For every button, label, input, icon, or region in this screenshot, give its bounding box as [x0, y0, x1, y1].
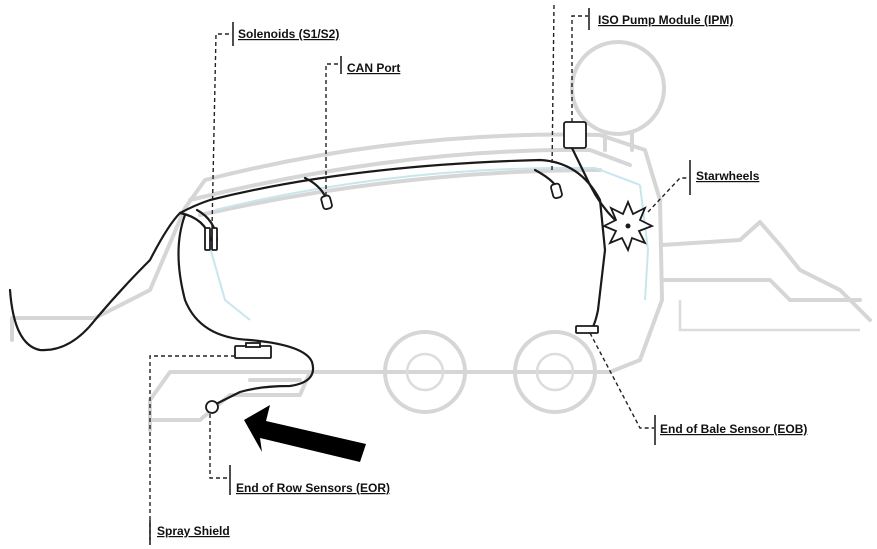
- starwheel-hub: [625, 223, 631, 229]
- pointer-arrow-icon: [244, 405, 366, 462]
- labels: Solenoids (S1/S2) CAN Port ISO Pump Modu…: [157, 13, 807, 538]
- label-starwheels: Starwheels: [696, 169, 760, 183]
- label-can-port: CAN Port: [347, 61, 400, 75]
- ipm-module: [563, 121, 587, 149]
- label-eob: End of Bale Sensor (EOB): [660, 422, 807, 436]
- label-eor: End of Row Sensors (EOR): [236, 481, 390, 495]
- label-ipm: ISO Pump Module (IPM): [598, 13, 733, 27]
- solenoid-connector-2: [211, 227, 218, 251]
- can-port-connector: [320, 194, 333, 211]
- label-solenoids: Solenoids (S1/S2): [238, 27, 339, 41]
- eob-sensor: [575, 325, 599, 334]
- leader-lines: [149, 3, 691, 545]
- ipm-connector-left: [550, 182, 563, 200]
- eor-sensor: [205, 400, 219, 414]
- wiring-harness: [8, 146, 617, 406]
- label-spray-shield: Spray Shield: [157, 524, 230, 538]
- components: [204, 121, 655, 414]
- harness-guide-lines: [204, 166, 650, 321]
- baler-outline: [10, 40, 872, 432]
- spray-shield-tab: [245, 342, 261, 348]
- solenoid-connector-1: [204, 227, 211, 251]
